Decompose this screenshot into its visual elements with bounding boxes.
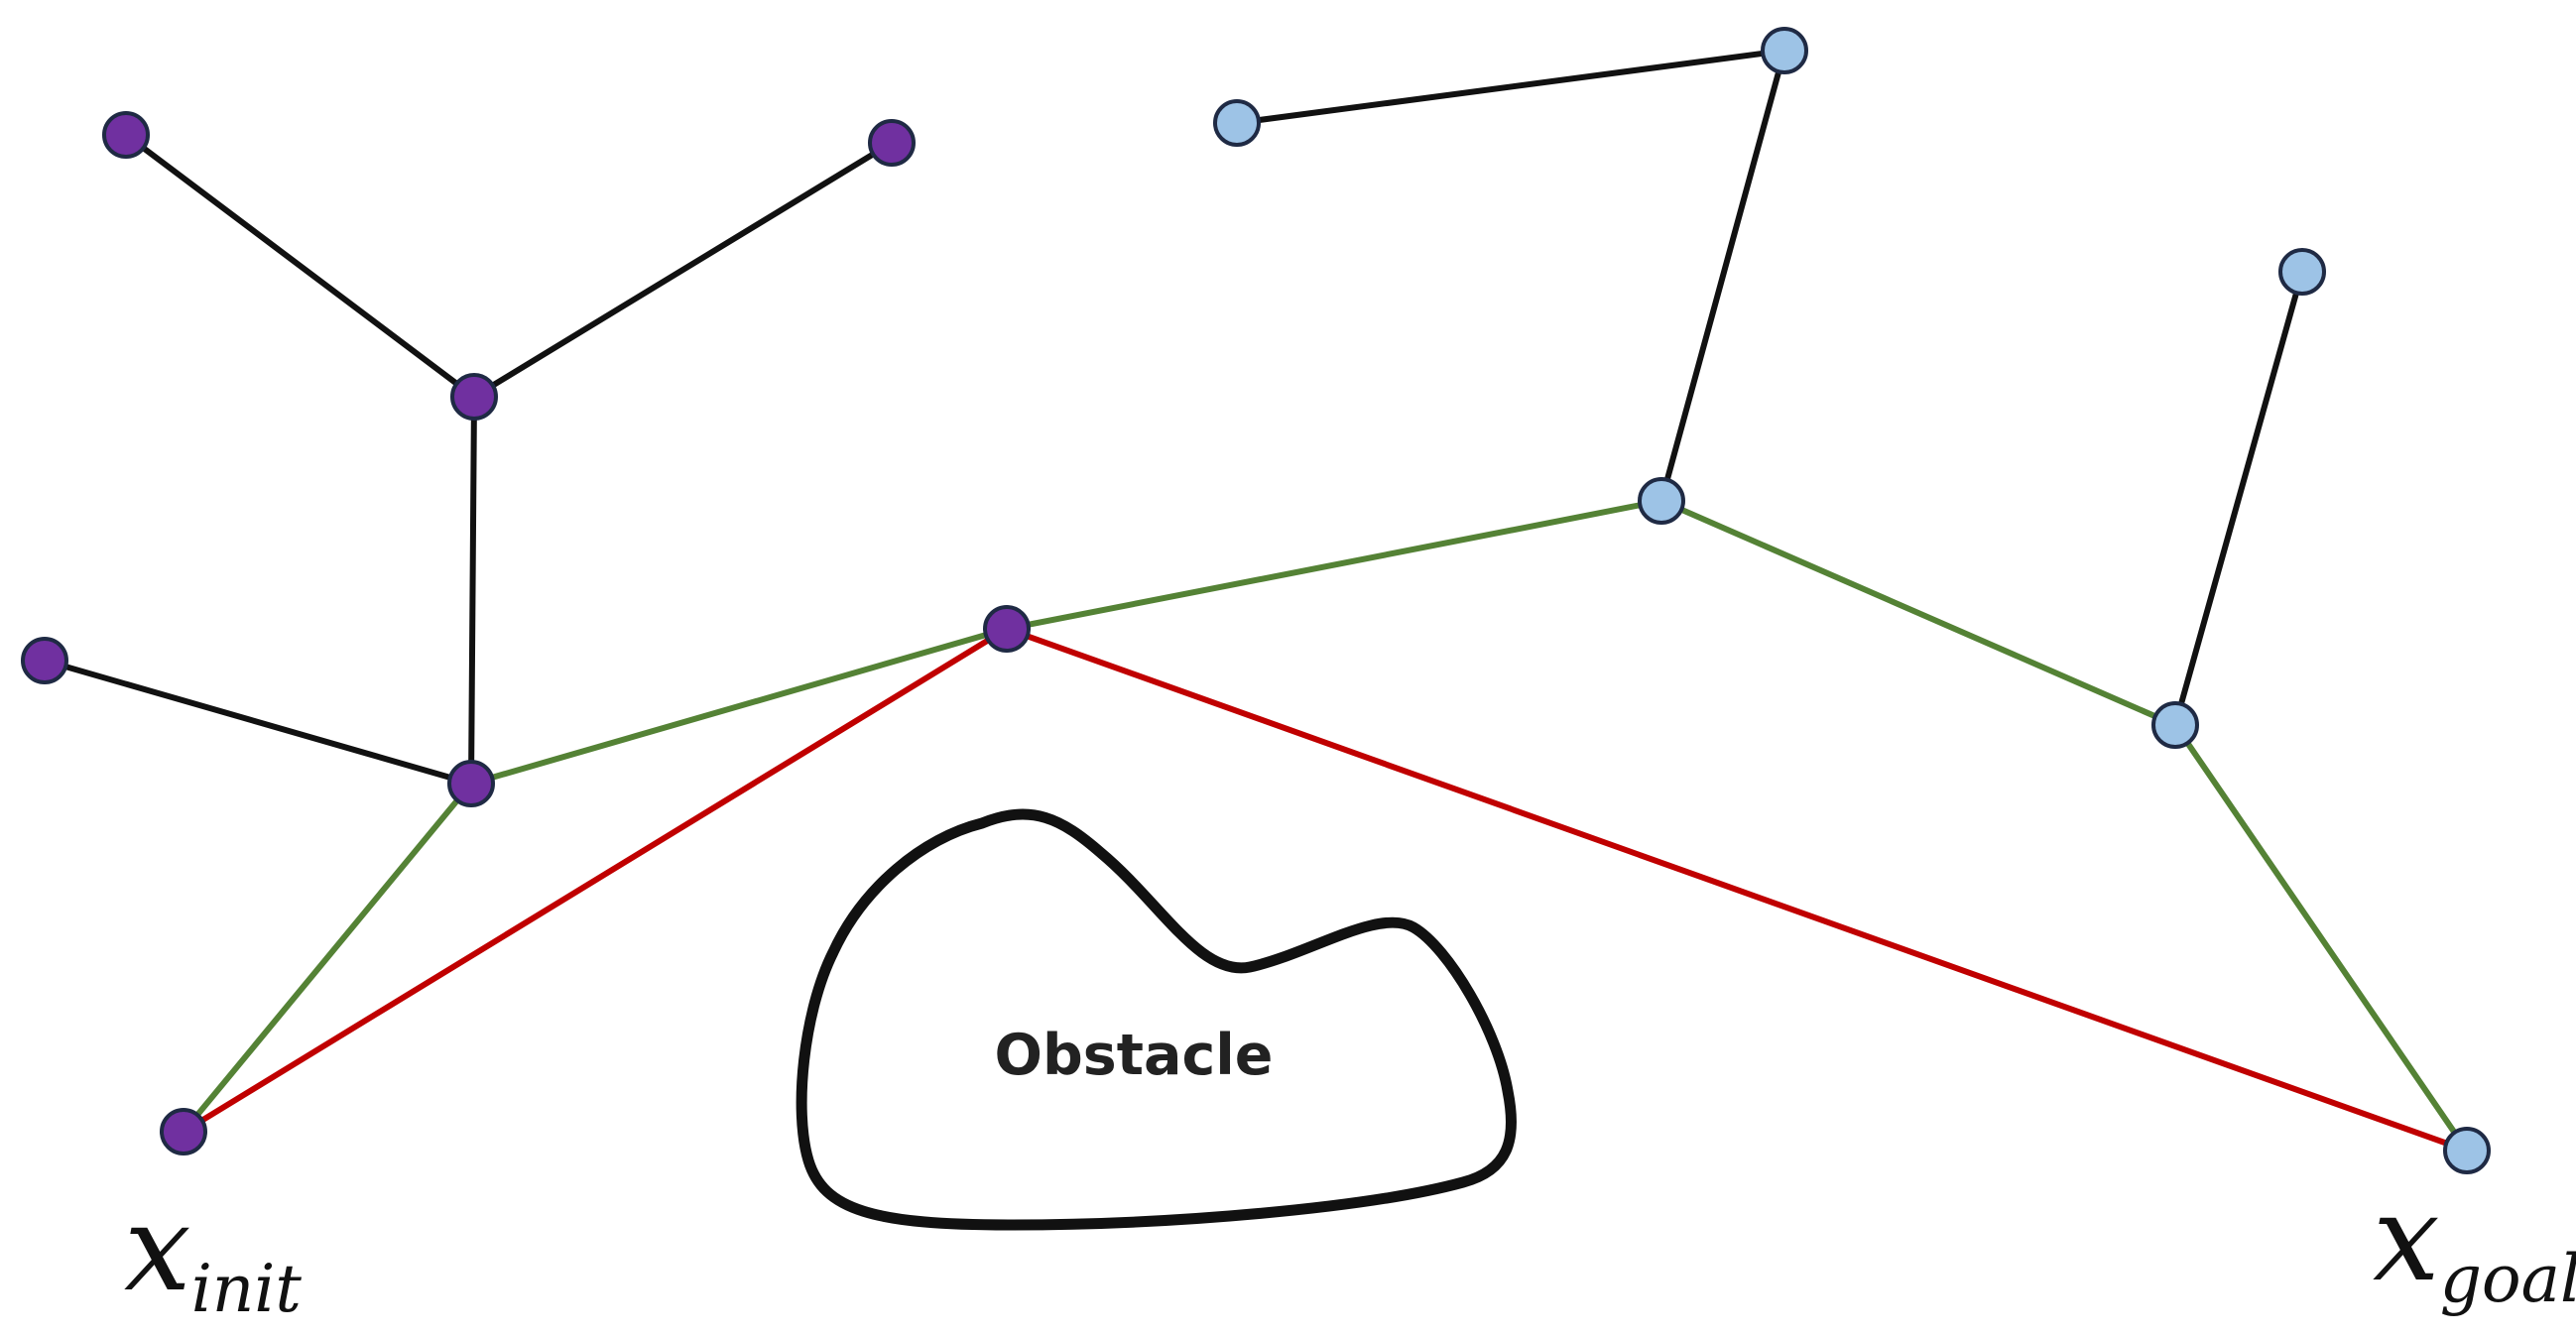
- goal-tree-node: [1638, 477, 1685, 525]
- goal-tree-node: [1761, 27, 1808, 74]
- x-init-subscript: init: [191, 1251, 303, 1327]
- start-tree-nodes: [21, 111, 1031, 1156]
- connection-path: [181, 498, 2470, 1154]
- goal-tree-node: [2278, 248, 2326, 296]
- connection-edge: [181, 781, 474, 1135]
- start-tree-node: [983, 605, 1031, 653]
- optimized-edge: [181, 626, 1010, 1135]
- start-tree-node: [868, 119, 916, 167]
- tree-edge: [2172, 269, 2305, 728]
- start-tree-node: [450, 373, 498, 421]
- connection-edge: [1004, 498, 1664, 632]
- optimized-edge: [1004, 626, 2470, 1154]
- tree-edge: [1658, 48, 1787, 504]
- x-goal-symbol: x: [2373, 1170, 2440, 1308]
- x-init-label: xinit: [124, 1180, 302, 1327]
- start-tree-node: [447, 760, 495, 807]
- x-goal-subscript: goal: [2440, 1241, 2576, 1317]
- optimized-path: [181, 626, 2470, 1154]
- tree-edge: [468, 394, 477, 787]
- start-node-x-init: [160, 1108, 207, 1156]
- start-tree-node: [102, 111, 150, 159]
- tree-edge: [1234, 48, 1787, 126]
- x-goal-label: xgoal: [2373, 1170, 2576, 1317]
- goal-tree-node: [2151, 701, 2199, 749]
- start-tree-edges: [42, 132, 895, 787]
- obstacle-shape: [796, 808, 1518, 1231]
- start-tree-node: [21, 637, 68, 684]
- connection-edge: [1658, 498, 2178, 728]
- goal-tree-nodes: [1213, 27, 2491, 1174]
- tree-edge: [42, 658, 474, 787]
- tree-edge: [123, 132, 477, 400]
- goal-tree-node: [1213, 99, 1261, 147]
- goal-tree-edges: [1234, 48, 2305, 728]
- obstacle-label: Obstacle: [995, 1023, 1274, 1088]
- goal-node-x-goal: [2443, 1127, 2491, 1174]
- connection-edge: [468, 626, 1010, 787]
- tree-edge: [471, 140, 895, 400]
- connection-edge: [2172, 722, 2470, 1154]
- x-init-symbol: x: [124, 1180, 191, 1318]
